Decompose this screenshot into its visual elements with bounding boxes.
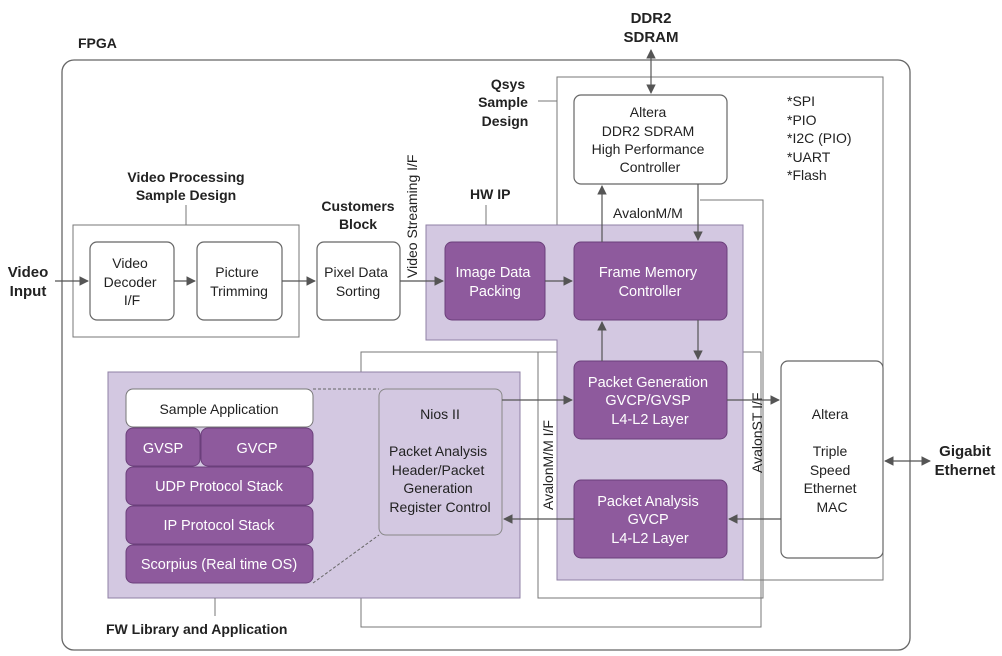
customers-block-label: Customers <box>321 198 394 214</box>
ddr2-sdram-label: DDR2 <box>631 10 672 27</box>
packet-analysis-label: Packet Analysis GVCP L4-L2 Layer <box>597 494 703 547</box>
tse-mac-label: Altera Triple Speed Ethernet MAC <box>804 406 861 515</box>
fpga-label: FPGA <box>78 35 117 51</box>
scorpius-label: Scorpius (Real time OS) <box>141 557 297 573</box>
qsys-label-2: Sample <box>478 94 528 110</box>
svg-text:*SPI: *SPI <box>787 93 815 109</box>
video-input-label: Video <box>8 264 49 281</box>
image-packing-box <box>444 241 546 321</box>
sample-application-box <box>125 388 314 428</box>
gvsp-label: GVSP <box>143 441 183 457</box>
video-decoder-label: Video Decoder I/F <box>104 255 161 308</box>
picture-trimming-label: Picture Trimming <box>210 264 268 299</box>
gvsp-box <box>125 427 201 467</box>
nios-body: Packet Analysis Header/Packet Generation… <box>389 443 491 515</box>
avalon-st-if-label: AvalonST I/F <box>749 393 765 473</box>
video-processing-label-2: Sample Design <box>136 187 236 203</box>
fpga-frame <box>61 59 911 651</box>
video-input-label-2: Input <box>10 283 47 300</box>
fw-library-label: FW Library and Application <box>106 621 288 637</box>
frame-line-a <box>537 199 764 599</box>
gvcp-label: GVCP <box>236 441 277 457</box>
nios-dashed-bottom <box>312 534 380 584</box>
udp-stack-box <box>125 466 314 506</box>
picture-trimming-box <box>196 241 283 321</box>
hw-ip-label: HW IP <box>470 186 510 202</box>
qsys-label: Qsys <box>491 76 525 92</box>
tse-mac-box <box>780 360 884 559</box>
pixel-sorting-box <box>316 241 401 321</box>
ddr2-sdram-label-2: SDRAM <box>624 29 679 46</box>
ddr2-controller-box <box>573 94 728 185</box>
packet-generation-label: Packet Generation GVCP/GVSP L4-L2 Layer <box>588 375 712 428</box>
gigabit-ethernet-label-2: Ethernet <box>935 462 996 479</box>
udp-stack-label: UDP Protocol Stack <box>155 479 284 495</box>
qsys-label-3: Design <box>482 113 529 129</box>
svg-text:*Flash: *Flash <box>787 167 827 183</box>
ip-stack-box <box>125 505 314 545</box>
scorpius-box <box>125 544 314 584</box>
avalon-mm-label: AvalonM/M <box>613 205 683 221</box>
svg-text:*UART: *UART <box>787 149 831 165</box>
video-streaming-if-label: Video Streaming I/F <box>404 155 420 278</box>
svg-text:*I2C (PIO): *I2C (PIO) <box>787 130 852 146</box>
gvcp-box <box>200 427 314 467</box>
nios-title: Nios II <box>420 406 460 422</box>
image-packing-label: Image Data Packing <box>456 265 535 300</box>
nios-box <box>378 388 503 536</box>
pixel-sorting-label: Pixel Data Sorting <box>324 264 392 299</box>
video-processing-label: Video Processing <box>127 169 244 185</box>
gigabit-ethernet-label: Gigabit <box>939 443 991 460</box>
ip-stack-label: IP Protocol Stack <box>164 518 276 534</box>
svg-text:*PIO: *PIO <box>787 112 817 128</box>
ddr2-controller-label: Altera DDR2 SDRAM High Performance Contr… <box>592 104 709 175</box>
avalon-mm-if-label: AvalonM/M I/F <box>540 420 556 510</box>
peripherals-list: *SPI *PIO *I2C (PIO) *UART *Flash <box>787 93 852 183</box>
customers-block-label-2: Block <box>339 216 377 232</box>
frame-memory-box <box>573 241 728 321</box>
sample-application-label: Sample Application <box>159 401 278 417</box>
frame-memory-label: Frame Memory Controller <box>599 265 701 300</box>
